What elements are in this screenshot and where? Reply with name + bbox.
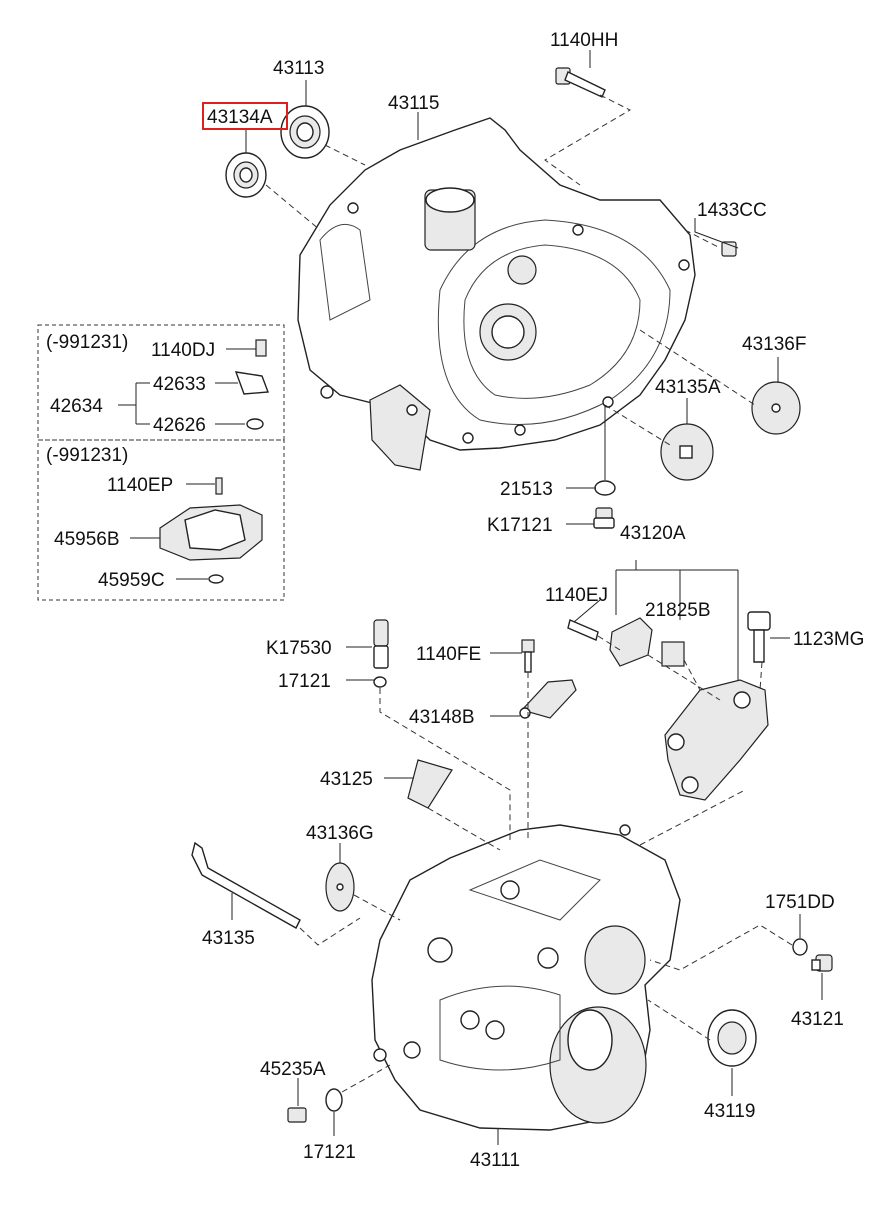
transaxle-case-43111	[371, 824, 681, 1131]
label-43136g: 43136G	[306, 823, 374, 844]
bolt-1140fe	[521, 639, 535, 673]
label-43115: 43115	[388, 93, 439, 114]
cover-43125	[407, 759, 453, 809]
label-45235a: 45235A	[260, 1059, 326, 1080]
variant-box-1	[37, 324, 285, 441]
plug-k17121	[593, 507, 615, 529]
label-42626: 42626	[153, 415, 206, 436]
gasket-17121-lower	[325, 1088, 343, 1112]
label-1140hh: 1140HH	[550, 30, 618, 51]
label-box2-date: (-991231)	[46, 445, 128, 466]
label-1751dd: 1751DD	[765, 892, 835, 913]
label-1140fe: 1140FE	[416, 644, 481, 665]
oil-seal-43134a	[225, 152, 267, 198]
plate-43136f	[751, 381, 801, 435]
variant-box-2	[37, 439, 285, 601]
oil-seal-43113	[280, 105, 330, 159]
label-box1-date: (-991231)	[46, 332, 128, 353]
label-43135: 43135	[202, 928, 255, 949]
plug-43121	[811, 954, 833, 972]
label-k17121: K17121	[487, 515, 553, 536]
label-45959c: 45959C	[98, 570, 165, 591]
clutch-housing-43115	[297, 117, 696, 471]
highlight-box-43134a	[202, 102, 288, 130]
label-1140ep: 1140EP	[107, 475, 173, 496]
leader-lines	[231, 50, 823, 1145]
sensor-45235a	[287, 1107, 307, 1123]
bolt-1140hh	[555, 67, 606, 98]
mount-bracket-43120a	[567, 560, 771, 801]
label-43119: 43119	[704, 1101, 755, 1122]
gasket-1751dd	[792, 938, 808, 956]
part-labels: 1140HH 43113 43134A 43115 1433CC 43136F …	[46, 30, 864, 1171]
label-45956b: 45956B	[54, 529, 120, 550]
plate-43136g	[325, 862, 355, 912]
gasket-17121-upper	[373, 676, 387, 688]
label-42633: 42633	[153, 374, 206, 395]
label-17121-upper: 17121	[278, 671, 331, 692]
label-17121-lower: 17121	[303, 1142, 356, 1163]
label-42634: 42634	[50, 396, 103, 417]
label-43111: 43111	[470, 1150, 520, 1171]
label-43113: 43113	[273, 58, 324, 79]
label-43135a: 43135A	[655, 377, 721, 398]
label-21825b: 21825B	[645, 600, 711, 621]
dowel-pin-1433cc	[721, 241, 737, 257]
seal-43119	[707, 1009, 757, 1067]
label-43136f: 43136F	[742, 334, 806, 355]
label-43125: 43125	[320, 769, 373, 790]
label-43148b: 43148B	[409, 707, 475, 728]
label-k17530: K17530	[266, 638, 332, 659]
plate-43135a	[660, 423, 714, 481]
label-43121: 43121	[791, 1009, 844, 1030]
label-1123mg: 1123MG	[793, 629, 864, 650]
breather-k17530	[373, 619, 389, 669]
label-43134a: 43134A	[207, 107, 273, 128]
rod-43135	[191, 841, 301, 929]
label-21513: 21513	[500, 479, 553, 500]
label-1140ej: 1140EJ	[545, 585, 608, 606]
label-1433cc: 1433CC	[697, 200, 767, 221]
label-1140dj: 1140DJ	[151, 340, 215, 361]
washer-21513	[594, 480, 616, 496]
label-43120a: 43120A	[620, 523, 686, 544]
